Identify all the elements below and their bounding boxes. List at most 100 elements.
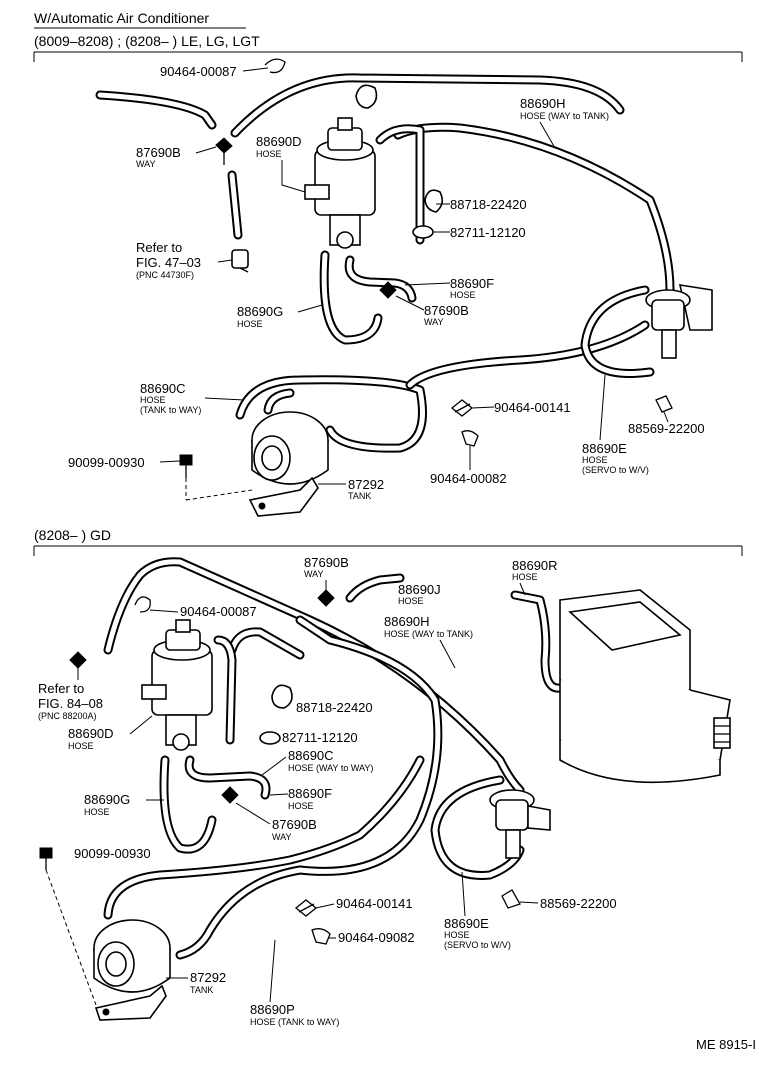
label-desc: HOSE — [450, 290, 476, 300]
label-desc: HOSE — [512, 572, 538, 582]
bottom-parts — [39, 589, 731, 1021]
refer-line3: (PNC 44730F) — [136, 270, 194, 280]
label-desc: HOSE — [398, 596, 424, 606]
label-pn: 88690E — [444, 916, 489, 931]
clamp-bottom-1 — [134, 596, 151, 613]
label-pn: 88569-22200 — [628, 421, 705, 436]
top-title: W/Automatic Air Conditioner — [34, 10, 209, 26]
label-pn: 88690D — [256, 134, 302, 149]
refer-line2: FIG. 84–08 — [38, 696, 103, 711]
label-pn: 88690C — [140, 381, 186, 396]
bottom-hoses — [103, 557, 565, 960]
label-pn: 87690B — [424, 303, 469, 318]
label-desc: HOSE (WAY to TANK) — [384, 629, 473, 639]
label-pn: 88690E — [582, 441, 627, 456]
label-desc: HOSE (WAY to WAY) — [288, 763, 373, 773]
top-header: W/Automatic Air Conditioner (8009–8208) … — [33, 10, 743, 62]
label-pn: 87690B — [136, 145, 181, 160]
label-desc2: (SERVO to W/V) — [582, 465, 649, 475]
label-pn: 88690R — [512, 558, 558, 573]
clip-top-2 — [461, 430, 479, 447]
label-pn: 88690F — [450, 276, 494, 291]
refer-line2: FIG. 47–03 — [136, 255, 201, 270]
label-pn: 87292 — [190, 970, 226, 985]
label-pn: 88690F — [288, 786, 332, 801]
label-pn: 90464-09082 — [338, 930, 415, 945]
label-pn: 90464-00082 — [430, 471, 507, 486]
label-desc2: (SERVO to W/V) — [444, 940, 511, 950]
top-hoses — [95, 73, 675, 453]
bottom-header: (8208– ) GD — [33, 527, 743, 556]
label-pn: 88690D — [68, 726, 114, 741]
label-pn: 88690G — [237, 304, 283, 319]
label-pn: 90464-00087 — [180, 604, 257, 619]
tank-bottom — [93, 919, 171, 1021]
grommet-top-1 — [355, 84, 378, 109]
top-range: (8009–8208) ; (8208– ) LE, LG, LGT — [34, 33, 260, 49]
grommet-top-2 — [424, 189, 444, 213]
label-pn: 88690H — [384, 614, 430, 629]
check-valve-top — [231, 249, 249, 273]
label-desc: WAY — [136, 159, 156, 169]
label-desc: HOSE — [582, 455, 608, 465]
label-desc2: (TANK to WAY) — [140, 405, 201, 415]
way-fitting-bottom-3 — [69, 651, 87, 669]
refer-line3: (PNC 88200A) — [38, 711, 97, 721]
way-fitting-bottom-1 — [317, 589, 335, 607]
label-desc: HOSE — [140, 395, 166, 405]
grommet-bottom — [271, 684, 293, 709]
label-pn: 88690P — [250, 1002, 295, 1017]
label-pn: 88690H — [520, 96, 566, 111]
clamp-top-2 — [655, 395, 673, 413]
label-pn: 82711-12120 — [450, 225, 526, 240]
label-pn: 90464-00141 — [494, 400, 571, 415]
bottom-labels: 87690B WAY 88690J HOSE 88690R HOSE 90464… — [38, 555, 617, 1027]
way-fitting-bottom-2 — [221, 786, 239, 804]
label-desc: HOSE — [237, 319, 263, 329]
label-pn: 90464-00141 — [336, 896, 413, 911]
label-desc: TANK — [190, 985, 213, 995]
label-pn: 88690C — [288, 748, 334, 763]
label-pn: 88718-22420 — [450, 197, 527, 212]
top-parts — [179, 58, 713, 517]
top-labels: 90464-00087 88690H HOSE (WAY to TANK) 87… — [68, 64, 705, 501]
servo-bottom — [489, 789, 551, 859]
label-pn: 90099-00930 — [74, 846, 151, 861]
label-pn: 88569-22200 — [540, 896, 617, 911]
label-desc: HOSE — [288, 801, 314, 811]
clip-bottom-2 — [311, 928, 331, 945]
label-desc: HOSE — [444, 930, 470, 940]
label-pn: 88718-22420 — [296, 700, 373, 715]
label-pn: 88690G — [84, 792, 130, 807]
label-pn: 87292 — [348, 477, 384, 492]
washer-top — [412, 225, 434, 239]
bottom-range: (8208– ) GD — [34, 527, 111, 543]
way-fitting-top-1 — [215, 137, 233, 165]
clip-top-1 — [450, 399, 474, 417]
label-desc: HOSE — [84, 807, 110, 817]
label-desc: WAY — [424, 317, 444, 327]
tank-top — [248, 411, 329, 517]
label-desc: HOSE (TANK to WAY) — [250, 1017, 339, 1027]
label-pn: 87690B — [272, 817, 317, 832]
blower-unit — [559, 589, 731, 784]
label-pn: 90464-00087 — [160, 64, 237, 79]
washer-bottom — [259, 731, 281, 745]
bolt-bottom — [39, 847, 97, 1006]
servo-top — [645, 284, 713, 359]
label-pn: 87690B — [304, 555, 349, 570]
way-fitting-top-2 — [379, 281, 397, 299]
label-desc: WAY — [304, 569, 324, 579]
label-pn: 82711-12120 — [282, 730, 358, 745]
label-desc: TANK — [348, 491, 371, 501]
clamp-bottom-2 — [501, 889, 521, 909]
label-desc: WAY — [272, 832, 292, 842]
diagram-code: ME 8915-I — [696, 1037, 756, 1052]
refer-line1: Refer to — [38, 681, 84, 696]
vsv-valve-bottom — [141, 619, 213, 751]
refer-line1: Refer to — [136, 240, 182, 255]
label-pn: 88690J — [398, 582, 441, 597]
clip-bottom-1 — [294, 899, 318, 917]
bolt-top — [179, 454, 253, 501]
